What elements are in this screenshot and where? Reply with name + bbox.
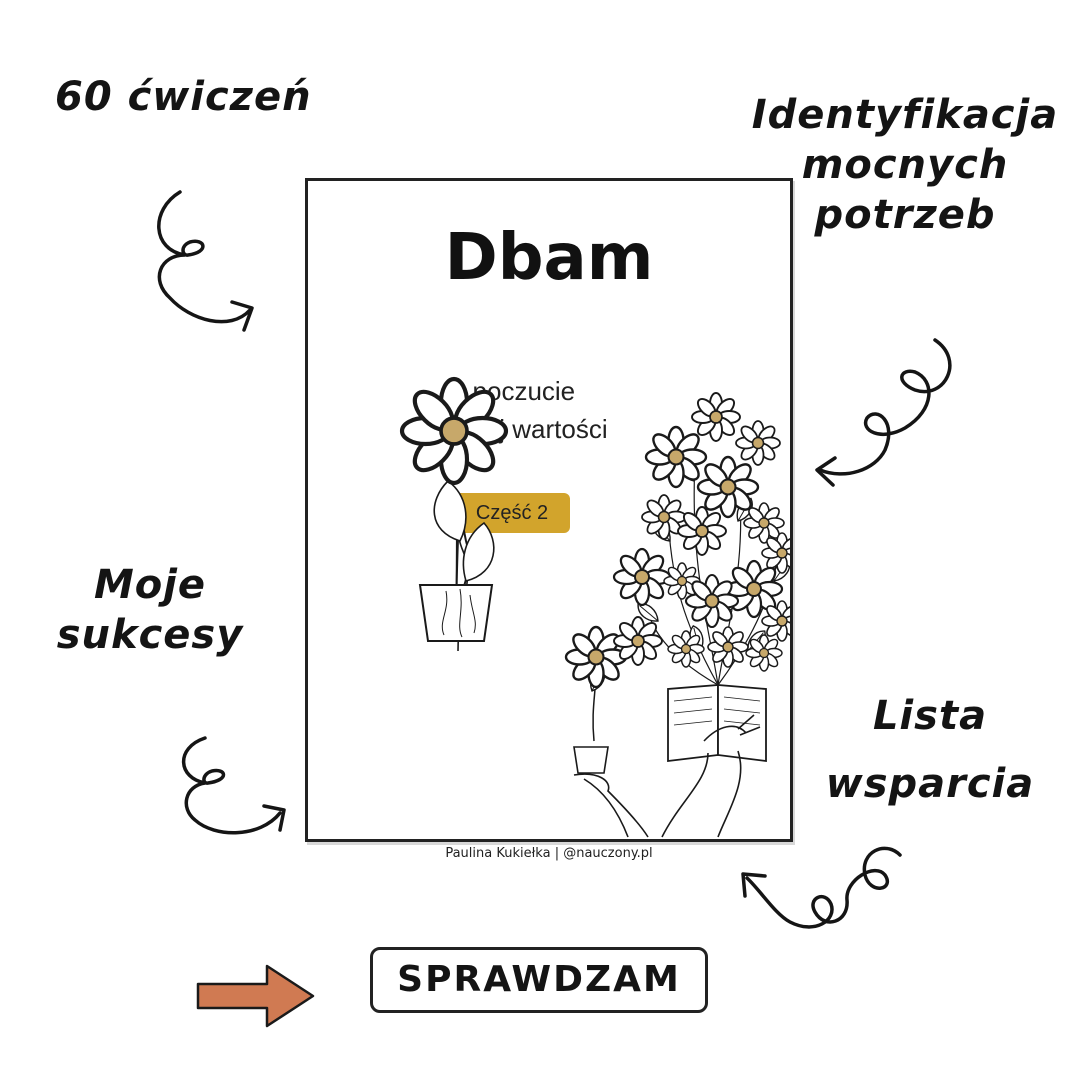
curly-arrow-icon xyxy=(815,338,952,487)
right-arrow-icon xyxy=(196,964,315,1028)
book-title: Dbam xyxy=(444,221,654,295)
book-illustration xyxy=(308,181,790,838)
note-strengths-line-1: Identyfikacja xyxy=(751,92,1059,138)
note-exercises: 60 ćwiczeń xyxy=(55,74,312,120)
note-strengths-line-3: potrzeb xyxy=(814,192,996,238)
part-badge: Część 2 xyxy=(454,493,570,533)
note-successes-line-2: sukcesy xyxy=(56,612,244,658)
flower-icon xyxy=(612,392,790,838)
note-strengths-line-2: mocnych xyxy=(801,142,1009,188)
note-support-line-1: Lista xyxy=(872,693,988,739)
note-strengths: Identyfikacja mocnych potrzeb xyxy=(745,90,1065,240)
curly-arrow-icon xyxy=(181,736,286,835)
curly-arrow-icon xyxy=(157,190,254,332)
check-button[interactable]: SPRAWDZAM xyxy=(370,947,708,1013)
author-credit: Paulina Kukiełka | @nauczony.pl xyxy=(445,846,653,861)
curly-arrow-icon xyxy=(741,846,902,929)
flower-icon xyxy=(402,379,506,652)
note-successes-line-1: Moje xyxy=(93,562,207,608)
note-support-line-2: wsparcia xyxy=(825,761,1035,807)
note-successes: Moje sukcesy xyxy=(40,560,260,660)
book-cover: Dbam o poczucie własnej wartości Część 2 xyxy=(305,178,793,842)
note-support: Lista wsparcia xyxy=(820,682,1040,818)
flower-icon xyxy=(564,625,649,838)
